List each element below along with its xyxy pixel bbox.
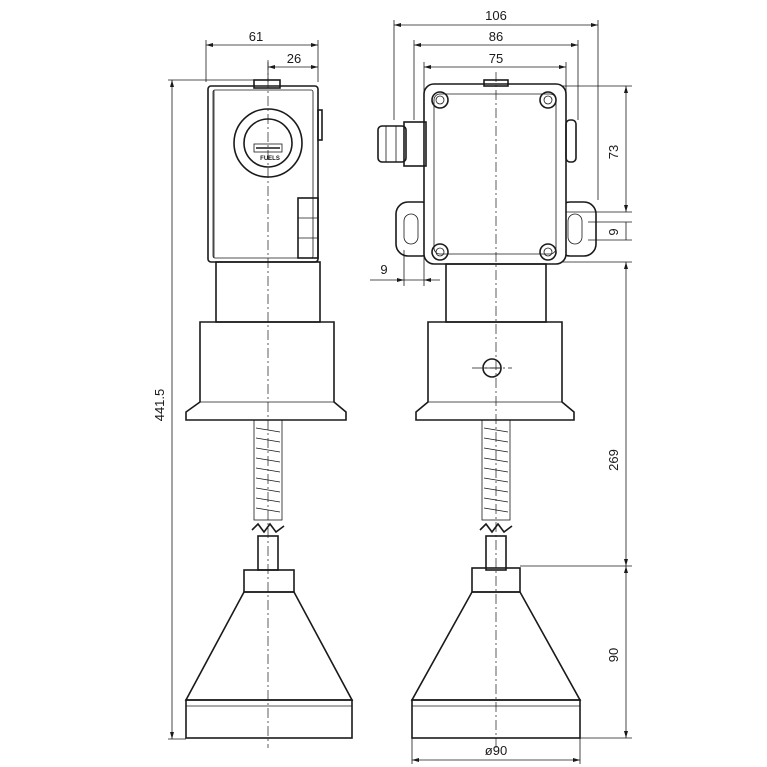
dim-rod-length: 269 bbox=[606, 449, 621, 471]
dim-front-inner: 75 bbox=[489, 51, 503, 66]
side-flange bbox=[185, 321, 347, 421]
front-view: 106 86 75 73 9 269 90 bbox=[370, 8, 632, 764]
dim-side-offset: 26 bbox=[287, 51, 301, 66]
dim-mount-hole: 9 bbox=[606, 228, 621, 235]
side-cone-collar bbox=[243, 569, 295, 593]
front-flange bbox=[415, 321, 575, 421]
side-housing bbox=[207, 85, 319, 263]
side-cone-base bbox=[185, 699, 353, 739]
front-housing bbox=[423, 83, 567, 265]
dim-cone-diameter: ø90 bbox=[485, 743, 507, 758]
dim-front-outer: 106 bbox=[485, 8, 507, 23]
side-view: 61 26 441.5 FUELS bbox=[152, 29, 354, 748]
side-top-cap bbox=[253, 79, 281, 89]
logo-label: FUELS bbox=[260, 156, 280, 162]
side-cone bbox=[184, 591, 354, 701]
dim-box-height: 73 bbox=[606, 145, 621, 159]
cable-gland bbox=[377, 121, 427, 167]
side-latch bbox=[297, 197, 319, 259]
dim-total-height: 441.5 bbox=[152, 389, 167, 422]
corner-screws bbox=[431, 91, 557, 261]
dim-side-width: 61 bbox=[249, 29, 263, 44]
side-port bbox=[565, 119, 577, 163]
dim-cone-height: 90 bbox=[606, 648, 621, 662]
dim-front-mid: 86 bbox=[489, 29, 503, 44]
dim-mount-left: 9 bbox=[380, 262, 387, 277]
